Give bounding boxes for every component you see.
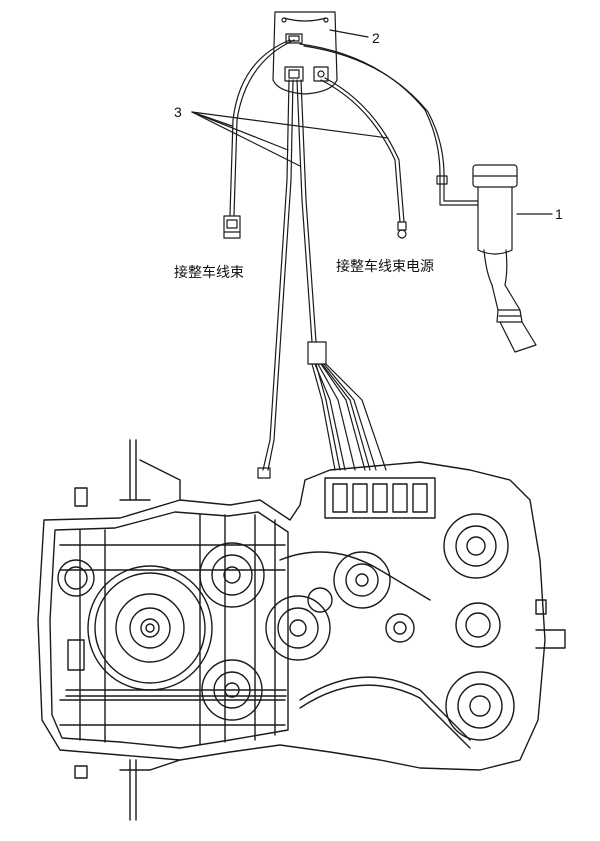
label-harness-connect: 接整车线束	[174, 265, 244, 281]
controller-bracket	[272, 11, 338, 95]
label-harness-power: 接整车线束电源	[336, 259, 434, 275]
leader-line-2	[329, 29, 369, 38]
transmission-housing	[37, 439, 566, 821]
leader-lines-3	[191, 111, 389, 167]
harness-wires	[223, 39, 479, 479]
callout-number-3: 3	[174, 104, 182, 120]
callout-number-2: 2	[372, 30, 380, 46]
actuator-part-1	[472, 164, 537, 353]
callout-number-1: 1	[555, 206, 563, 222]
